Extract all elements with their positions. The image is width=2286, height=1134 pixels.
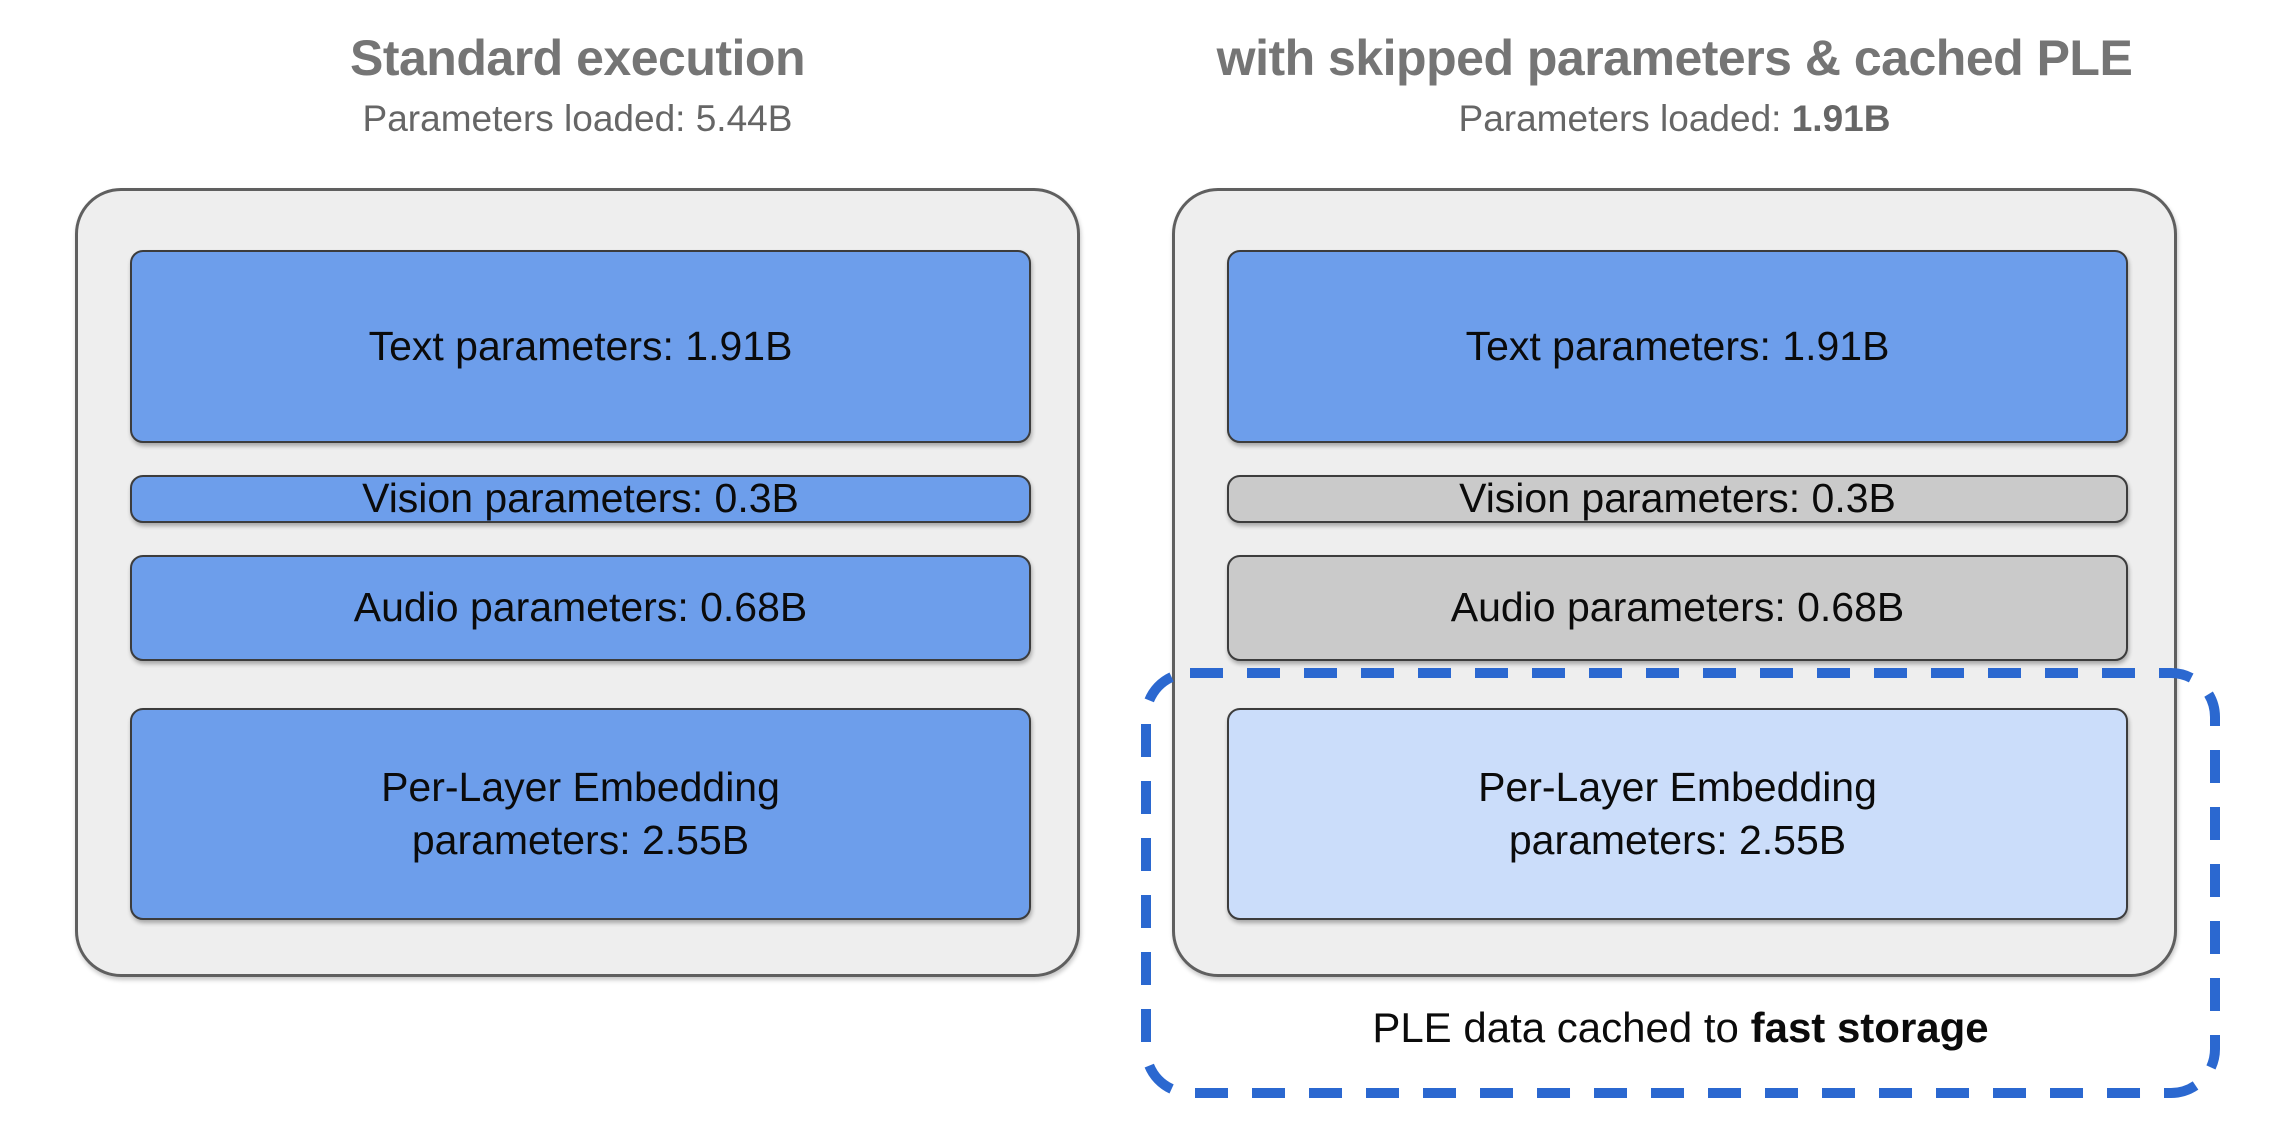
skipped-execution-panel: Text parameters: 1.91B Vision parameters… — [1172, 188, 2177, 977]
standard-execution-title: Standard execution — [350, 30, 806, 86]
per-layer-embedding-box: Per-Layer Embedding parameters: 2.55B — [130, 708, 1031, 920]
subtitle-label: Parameters loaded: — [1458, 98, 1792, 139]
per-layer-embedding-label: Per-Layer Embedding parameters: 2.55B — [1478, 761, 1877, 868]
vision-parameters-box-skipped: Vision parameters: 0.3B — [1227, 475, 2128, 523]
ple-label-line1: Per-Layer Embedding — [381, 763, 780, 810]
ple-label-line1: Per-Layer Embedding — [1478, 763, 1877, 810]
ple-cache-caption: PLE data cached to fast storage — [1146, 1002, 2215, 1054]
skipped-execution-subtitle: Parameters loaded: 1.91B — [1172, 96, 2177, 142]
ple-label-line2: parameters: 2.55B — [1508, 817, 1847, 863]
subtitle-value: 5.44B — [695, 98, 793, 139]
audio-parameters-box: Audio parameters: 0.68B — [130, 555, 1031, 661]
standard-execution-panel: Text parameters: 1.91B Vision parameters… — [75, 188, 1080, 977]
caption-text: PLE data cached to — [1372, 1004, 1751, 1051]
text-parameters-box: Text parameters: 1.91B — [1227, 250, 2128, 443]
subtitle-label: Parameters loaded: — [362, 98, 696, 139]
per-layer-embedding-label: Per-Layer Embedding parameters: 2.55B — [381, 761, 780, 868]
vision-parameters-box: Vision parameters: 0.3B — [130, 475, 1031, 523]
skipped-execution-title: with skipped parameters & cached PLE — [1216, 30, 2133, 86]
per-layer-embedding-box-cached: Per-Layer Embedding parameters: 2.55B — [1227, 708, 2128, 920]
ple-label-line2: parameters: 2.55B — [411, 817, 750, 863]
subtitle-value: 1.91B — [1791, 98, 1891, 139]
caption-emphasis: fast storage — [1750, 1004, 1989, 1051]
text-parameters-box: Text parameters: 1.91B — [130, 250, 1031, 443]
audio-parameters-box-skipped: Audio parameters: 0.68B — [1227, 555, 2128, 661]
standard-execution-subtitle: Parameters loaded: 5.44B — [75, 96, 1080, 142]
